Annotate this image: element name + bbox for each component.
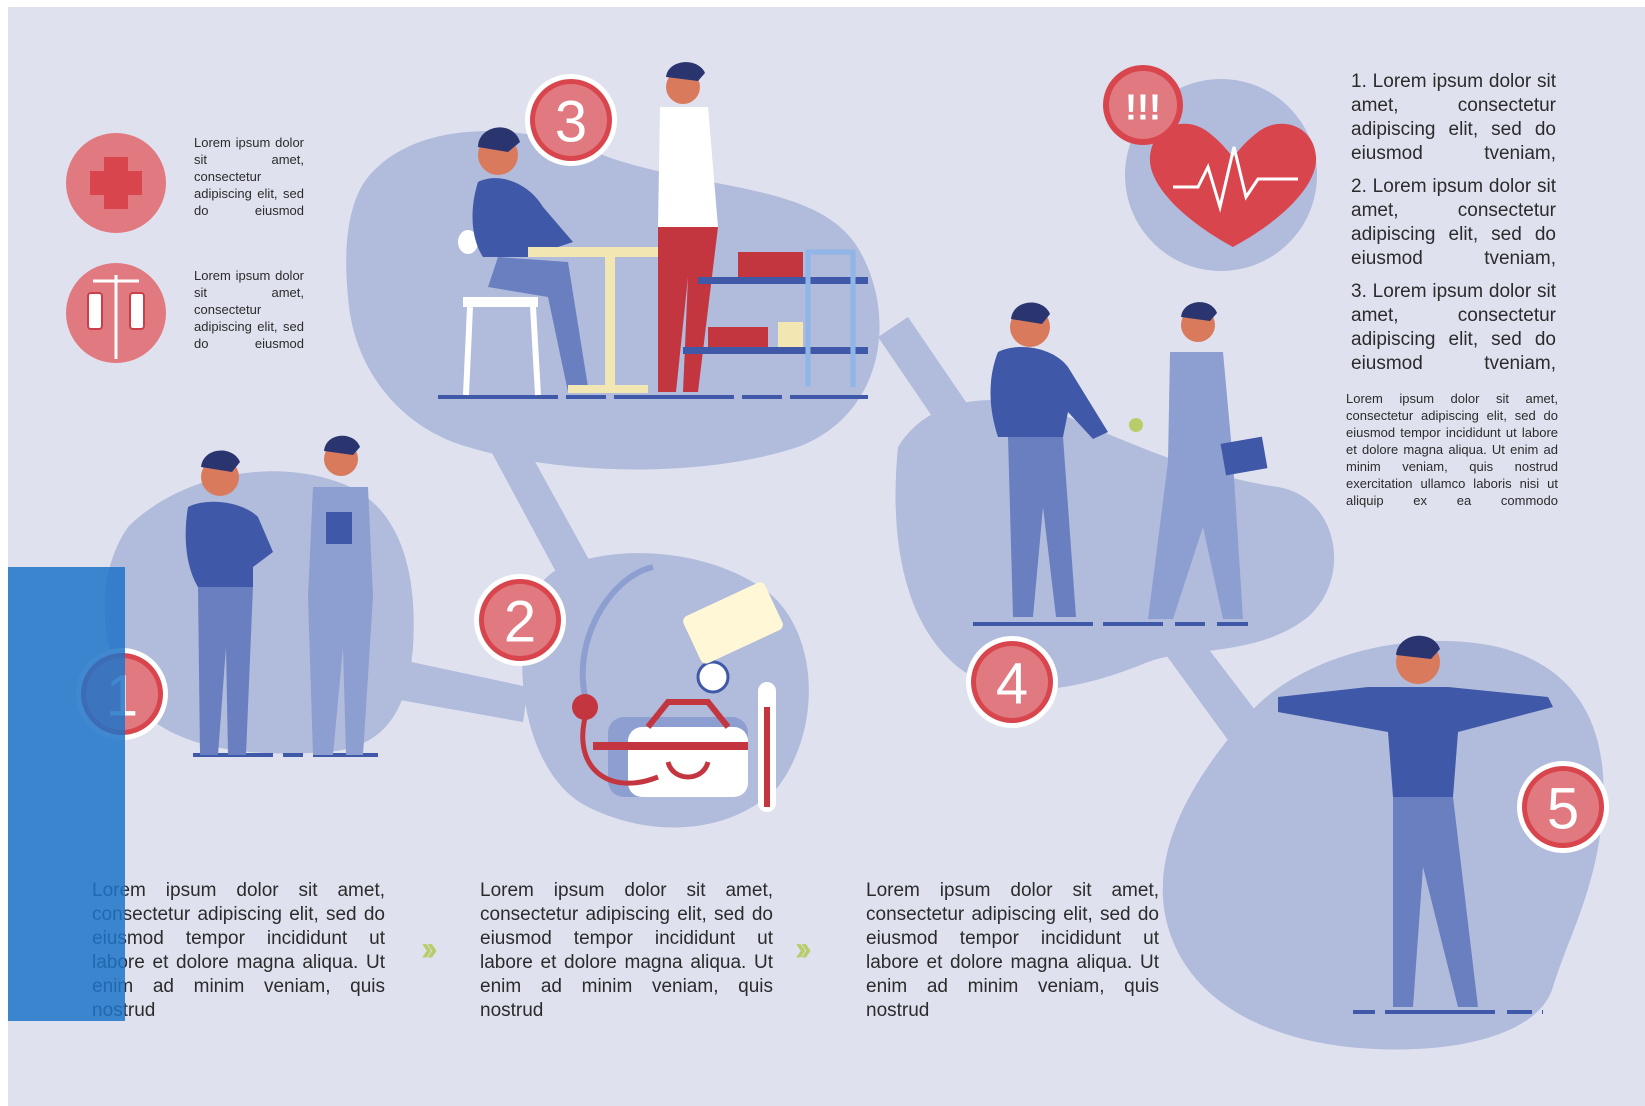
- side-paragraph: Lorem ipsum dolor sit amet, consectetur …: [1346, 391, 1558, 508]
- scene-reception: [185, 435, 378, 757]
- step-number-4: 4: [996, 652, 1028, 717]
- scene-medical-kit: [572, 564, 783, 812]
- alert-badge-text: !!!: [1125, 87, 1161, 128]
- alert-badge: [1103, 65, 1183, 145]
- step-number-5: 5: [1547, 777, 1579, 842]
- infographic-canvas: 3 1 2 4 5 !!! Lorem ipsum dolor sit amet…: [8, 7, 1645, 1106]
- red-cross-icon: [66, 133, 166, 233]
- step-badge-5: [1517, 761, 1609, 853]
- illustration: 3 1 2 4 5 !!!: [66, 62, 1609, 1050]
- numbered-list-item-3: 3. Lorem ipsum dolor sit amet, consectet…: [1351, 281, 1556, 374]
- step-badge-2: [474, 574, 566, 666]
- step-caption-1: Lorem ipsum dolor sit amet, consectetur …: [92, 880, 385, 1021]
- scene-medication: [973, 302, 1268, 626]
- arrow-chevrons-2: ››: [795, 930, 811, 968]
- step-caption-2: Lorem ipsum dolor sit amet, consectetur …: [480, 880, 773, 1021]
- scene-recovery: [1278, 635, 1553, 1014]
- icon-note-1: Lorem ipsum dolor sit amet, consectetur …: [194, 135, 304, 218]
- numbered-list-item-1: 1. Lorem ipsum dolor sit amet, consectet…: [1351, 71, 1556, 164]
- step-badge-4: [966, 636, 1058, 728]
- iv-drip-icon: [66, 263, 166, 363]
- step-number-2: 2: [504, 590, 536, 655]
- step-number-3: 3: [555, 90, 587, 155]
- arrow-chevrons-1: ››: [421, 930, 437, 968]
- step-caption-4: Lorem ipsum dolor sit amet, consectetur …: [866, 880, 1159, 1021]
- scene-consultation: [438, 62, 868, 399]
- step-badge-3: [525, 74, 617, 166]
- selection-overlay: [8, 567, 125, 1021]
- numbered-list-item-2: 2. Lorem ipsum dolor sit amet, consectet…: [1351, 176, 1556, 269]
- heart-pulse-icon: [1149, 123, 1317, 247]
- icon-note-2: Lorem ipsum dolor sit amet, consectetur …: [194, 268, 304, 351]
